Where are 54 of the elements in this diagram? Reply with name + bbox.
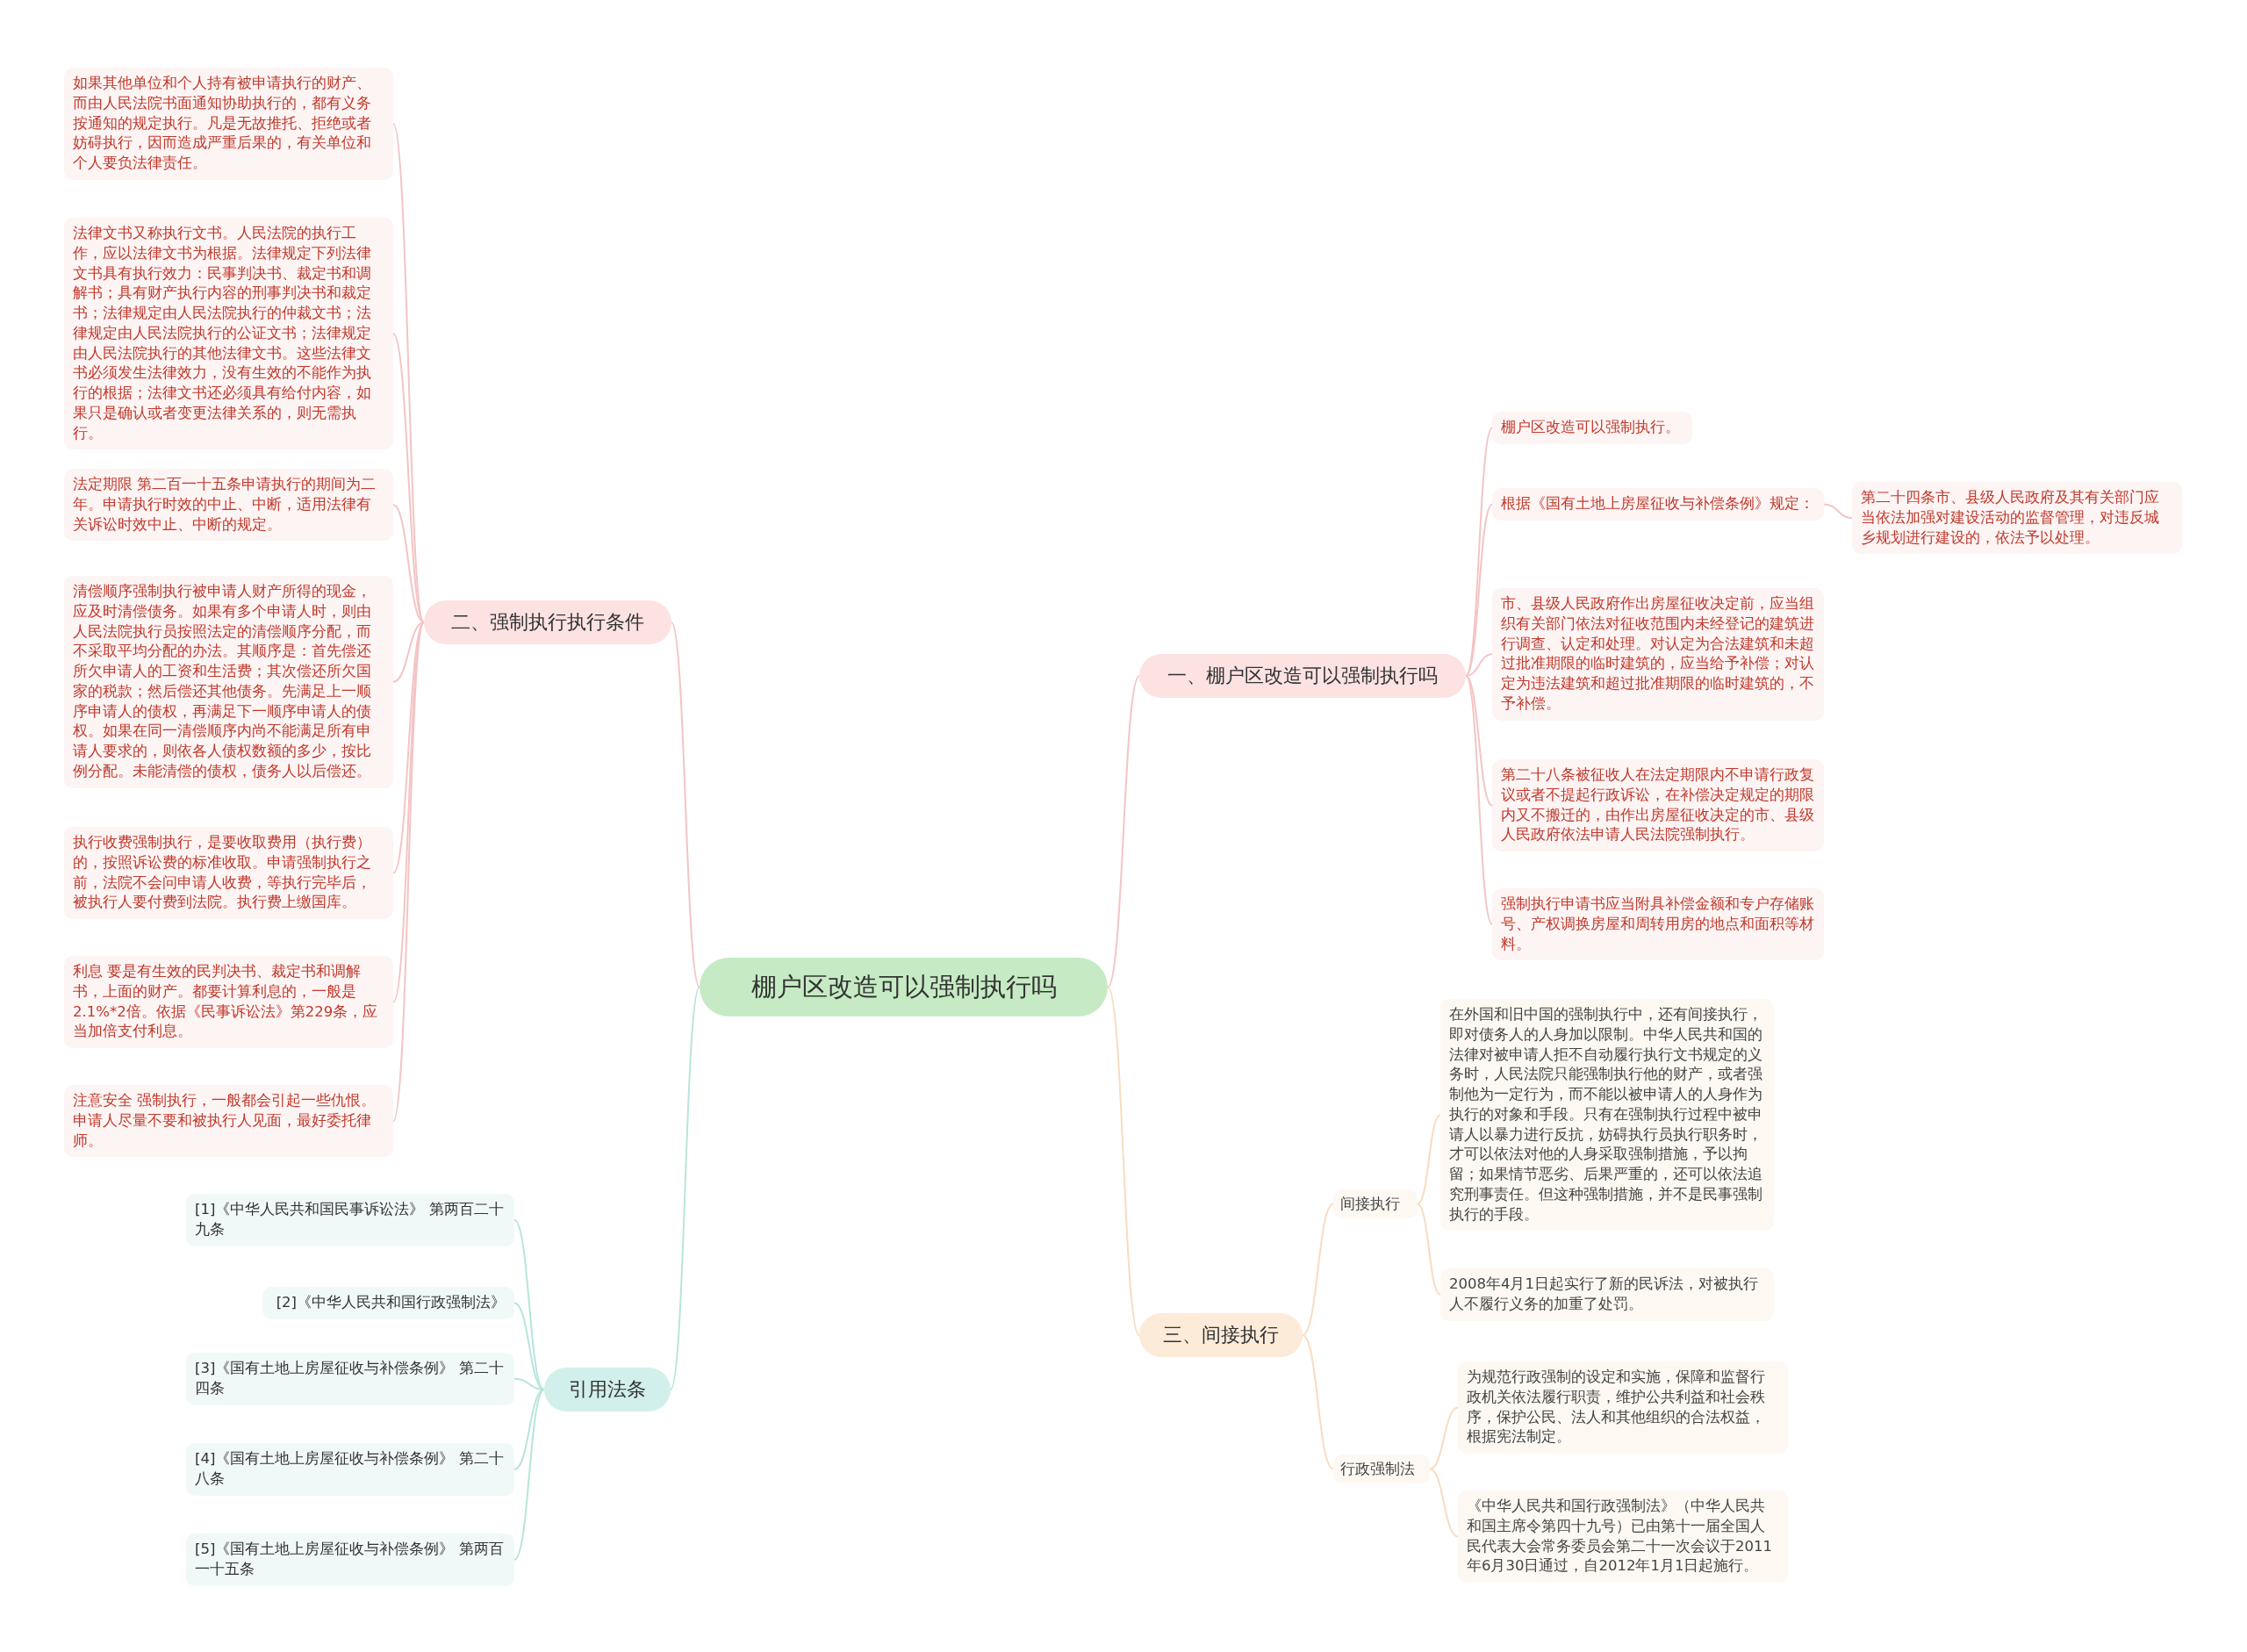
- connector-line: [1107, 675, 1140, 988]
- connector-line: [1302, 1203, 1334, 1336]
- note-box: 法定期限 第二百一十五条申请执行的期间为二年。申请执行时效的中止、中断，适用法律有关诉讼时效中止、中断的规定。: [64, 469, 393, 542]
- note-box: 棚户区改造可以强制执行。: [1492, 412, 1692, 444]
- note-box: 市、县级人民政府作出房屋征收决定前，应当组织有关部门依法对征收范围内未经登记的建筑进行调查、认定和处理。对认定为合法建筑和未超过批准期限的临时建筑的，应当给予补偿；对认定为违法建筑和超过批准期限的临时建筑的，不予补偿。: [1492, 588, 1824, 721]
- connector-line: [1429, 1406, 1459, 1470]
- connector-line: [1107, 986, 1140, 1336]
- connector-line: [392, 333, 425, 623]
- note-box: 为规范行政强制的设定和实施，保障和监督行政机关依法履行职责，维护公共利益和社会秩序，保护公民、法人和其他组织的合法权益，根据宪法制定。: [1458, 1361, 1788, 1454]
- connector-line: [1417, 1114, 1441, 1205]
- connector-line: [1823, 503, 1853, 520]
- note-box: [5]《国有土地上房屋征收与补偿条例》 第两百一十五条: [186, 1533, 514, 1586]
- subtopic-label: 间接执行: [1333, 1189, 1418, 1218]
- connector-line: [392, 621, 425, 1123]
- connector-line: [1465, 675, 1493, 926]
- branch-topic: 一、棚户区改造可以强制执行吗: [1139, 654, 1466, 698]
- note-box: [1]《中华人民共和国民事诉讼法》 第两百二十九条: [186, 1194, 514, 1246]
- note-box: 根据《国有土地上房屋征收与补偿条例》规定：: [1492, 488, 1824, 521]
- note-box: 利息 要是有生效的民判决书、裁定书和调解书，上面的财产。都要计算利息的，一般是2.1%*2倍。依据《民事诉讼法》第229条，应当加倍支付利息。: [64, 956, 393, 1049]
- note-box: 执行收费强制执行，是要收取费用（执行费）的，按照诉讼费的标准收取。申请强制执行之前，法院不会问申请人收费，等执行完毕后，被执行人要付费到法院。执行费上缴国库。: [64, 827, 393, 920]
- connector-line: [1429, 1468, 1459, 1538]
- connector-line: [670, 986, 700, 1390]
- connector-line: [392, 621, 425, 874]
- note-box: 法律文书又称执行文书。人民法院的执行工作，应以法律文书为根据。法律规定下列法律文书具有执行效力：民事判决书、裁定书和调解书；具有财产执行内容的刑事判决书和裁定书；法律规定由人民法院执行的仲裁文书；法律规定由人民法院执行的公证文书；法律规定由人民法院执行的其他法律文书。这些法律文书必须发生法律效力，没有生效的不能作为执行的根据；法律文书还必须具有给付内容，如果只是确认或者变更法律关系的，则无需执行。: [64, 218, 393, 450]
- note-box: 注意安全 强制执行，一般都会引起一些仇恨。申请人尽量不要和被执行人见面，最好委托律师。: [64, 1085, 393, 1158]
- branch-topic: 三、间接执行: [1139, 1313, 1303, 1357]
- note-box: 如果其他单位和个人持有被申请执行的财产、而由人民法院书面通知协助执行的，都有义务按通知的规定执行。凡是无故推托、拒绝或者妨碍执行，因而造成严重后果的，有关单位和个人要负法律责任。: [64, 68, 393, 180]
- connector-line: [1417, 1203, 1441, 1296]
- note-box: [4]《国有土地上房屋征收与补偿条例》 第二十八条: [186, 1443, 514, 1496]
- note-box: 强制执行申请书应当附具补偿金额和专户存储账号、产权调换房屋和周转用房的地点和面积等材料。: [1492, 888, 1824, 961]
- connector-line: [392, 504, 425, 623]
- note-box: 第二十四条市、县级人民政府及其有关部门应当依法加强对建设活动的监督管理，对违反城乡规划进行建设的，依法予以处理。: [1852, 482, 2182, 555]
- note-box: 《中华人民共和国行政强制法》（中华人民共和国主席令第四十九号）已由第十一届全国人民代表大会常务委员会第二十一次会议于2011年6月30日通过，自2012年1月1日起施行。: [1458, 1490, 1788, 1584]
- note-box: 清偿顺序强制执行被申请人财产所得的现金，应及时清偿债务。如果有多个申请人时，则由人民法院执行员按照法定的清偿顺序分配，而不采取平均分配的办法。其顺序是：首先偿还所欠申请人的工资和生活费；其次偿还所欠国家的税款；然后偿还其他债务。先满足上一顺序申请人的债权，再满足下一顺序申请人的债权。如果在同一清偿顺序内尚不能满足所有申请人要求的，则依各人债权数额的多少，按比例分配。未能清偿的债权，债务人以后偿还。: [64, 576, 393, 788]
- connector-line: [392, 621, 425, 683]
- branch-topic: 二、强制执行执行条件: [424, 600, 671, 644]
- note-box: [3]《国有土地上房屋征收与补偿条例》 第二十四条: [186, 1353, 514, 1405]
- note-box: [2]《中华人民共和国行政强制法》: [262, 1287, 514, 1319]
- note-box: 2008年4月1日起实行了新的民诉法，对被执行人不履行义务的加重了处罚。: [1440, 1268, 1774, 1321]
- connector-line: [1302, 1334, 1334, 1470]
- branch-topic: 引用法条: [544, 1368, 671, 1411]
- connector-line: [513, 1302, 545, 1390]
- connector-line: [513, 1218, 545, 1390]
- connector-line: [1465, 675, 1493, 807]
- connector-line: [1465, 427, 1493, 677]
- note-box: 在外国和旧中国的强制执行中，还有间接执行，即对债务人的人身加以限制。中华人民共和国的法律对被申请人拒不自动履行执行文书规定的义务时，人民法院只能强制执行他的财产，或者强制他为一定行为，而不能以被申请人的人身作为执行的对象和手段。只有在强制执行过程中被申请人以暴力进行反抗，妨碍执行员执行职务时，才可以依法对他的人身采取强制措施，予以拘留；如果情节恶劣、后果严重的，还可以依法追究刑事责任。但这种强制措施，并不是民事强制执行的手段。: [1440, 999, 1774, 1232]
- connector-line: [1465, 653, 1493, 677]
- note-box: 第二十八条被征收人在法定期限内不申请行政复议或者不提起行政诉讼，在补偿决定规定的期限内又不搬迁的，由作出房屋征收决定的市、县级人民政府依法申请人民法院强制执行。: [1492, 759, 1824, 852]
- central-topic: 棚户区改造可以强制执行吗: [700, 958, 1108, 1017]
- connector-line: [1465, 503, 1493, 677]
- connector-line: [513, 1389, 545, 1561]
- connector-line: [392, 122, 425, 623]
- subtopic-label: 行政强制法: [1333, 1454, 1430, 1483]
- connector-line: [671, 621, 700, 988]
